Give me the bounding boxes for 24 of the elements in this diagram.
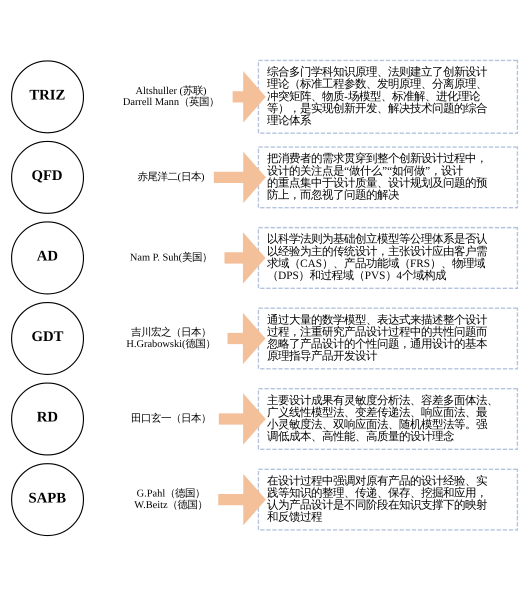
arrow bbox=[218, 474, 266, 526]
arrow bbox=[232, 71, 266, 123]
node-circle: QFD bbox=[11, 140, 84, 214]
node-text: G.Pahl（德国） W.Beitz（德国） bbox=[134, 488, 208, 511]
node-box: 综合多门学科知识原理、法则建立了创新设计理论（标准工程参数、发明原理、分离原理、冲突矩阵、物质-场模型、标准解、进化理论等），是实现创新开发、解决技术问题的综合理论体系 bbox=[258, 60, 518, 134]
node-circle: AD bbox=[11, 221, 84, 294]
node-box: 以科学法则为基础创立模型等公理体系是否认以经验为主的传统设计，主张设计应由客户需求域（CAS）、产品功能域（FRS）、物理域（DPS）和过程域（PVS）4个域构成 bbox=[258, 226, 518, 289]
node-box: 通过大量的数学模型、表达式来描述整个设计过程，注重研究产品设计过程中的共性问题而忽略了产品设计的个性问题，通用设计的基本原理指导产品开发设计 bbox=[258, 307, 518, 370]
arrow bbox=[214, 152, 266, 204]
arrow bbox=[228, 312, 266, 364]
node-circle: TRIZ bbox=[11, 60, 84, 134]
node-text: Altshuller (苏联) Darrell Mann（英国） bbox=[122, 86, 220, 108]
node-text: 吉川宏之（日本） H.Grabowski(德国） bbox=[126, 328, 216, 350]
arrow bbox=[218, 393, 266, 445]
node-box: 把消费者的需求贯穿到整个创新设计过程中，设计的关注点是“做什么”“如何做”，设计的重点集中于设计质量、设计规划及问题的预防上，而忽视了问题的解决 bbox=[258, 146, 518, 208]
node-text: 田口玄一（日本） bbox=[130, 414, 211, 425]
node-circle: RD bbox=[11, 382, 84, 456]
arrow bbox=[224, 232, 266, 284]
node-text: 赤尾洋二(日本) bbox=[137, 172, 204, 184]
node-circle: SAPB bbox=[11, 463, 84, 536]
node-circle: GDT bbox=[11, 302, 84, 375]
node-text: Nam P. Suh(美国） bbox=[130, 252, 212, 264]
node-box: 在设计过程中强调对原有产品的设计经验、实践等知识的整理、传递、保存、挖掘和应用，认为产品设计是不同阶段在知识支撑下的映射和反馈过程 bbox=[258, 468, 518, 531]
node-box: 主要设计成果有灵敏度分析法、容差多面体法、广义线性模型法、变差传递法、响应面法、最小灵敏度法、双响应面法、随机模型法等。强调低成本、高性能、高质量的设计理念 bbox=[258, 388, 518, 450]
